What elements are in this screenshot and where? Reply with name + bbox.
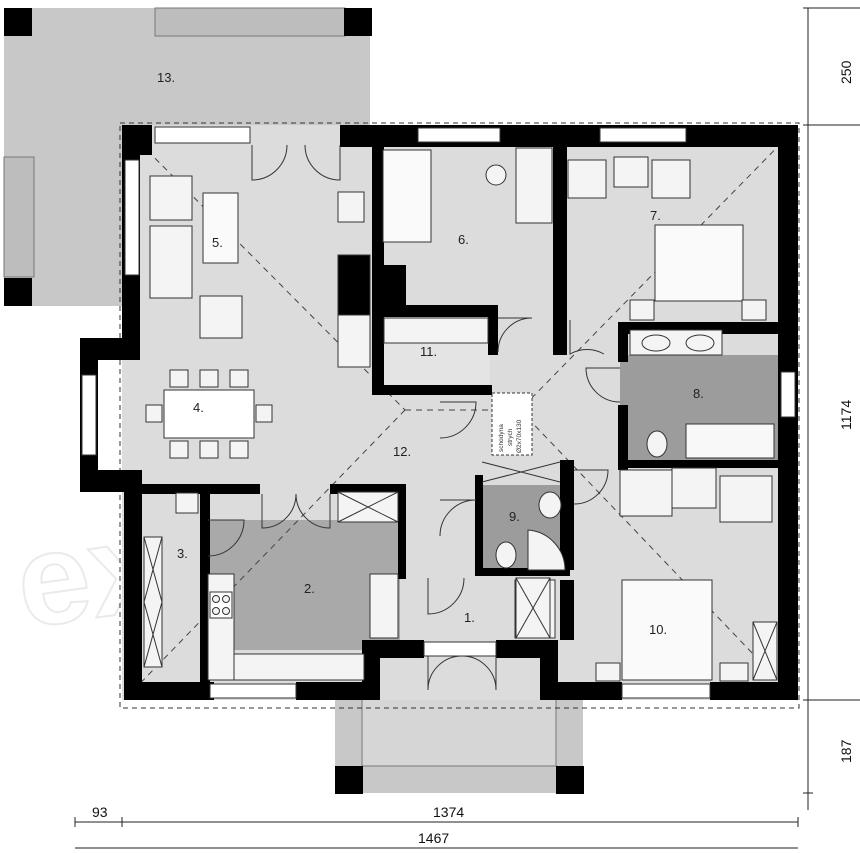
bed — [382, 149, 432, 243]
kitchen-floor — [210, 520, 400, 650]
double-bed — [654, 224, 744, 302]
room-label-6: 6. — [458, 232, 469, 247]
fireplace-base — [337, 314, 371, 368]
dim-bottom-middle: 1374 — [433, 804, 464, 820]
chair — [337, 191, 365, 223]
shelving — [383, 317, 489, 344]
chair — [199, 369, 219, 388]
room-label-13: 13. — [157, 70, 175, 85]
room-label-7: 7. — [650, 208, 661, 223]
armchair — [719, 475, 773, 523]
chair — [169, 369, 189, 388]
coffee-table — [202, 192, 239, 264]
doors — [207, 144, 621, 691]
room-label-11: 11. — [420, 344, 437, 359]
dim-bottom-left: 93 — [92, 804, 108, 820]
room-label-4: 4. — [193, 400, 204, 415]
attic-stairs: schodyna strych Ø2x70x130 — [491, 392, 533, 456]
shower — [527, 529, 566, 571]
side-table — [671, 467, 717, 509]
dim-right-top: 250 — [838, 60, 854, 84]
chair — [255, 404, 273, 423]
furniture — [143, 147, 778, 682]
desk — [515, 147, 553, 224]
room-label-3: 3. — [177, 546, 188, 561]
toilet — [495, 541, 517, 569]
room-label-9: 9. — [509, 509, 520, 524]
room-label-5: 5. — [212, 235, 223, 250]
bathtub — [685, 423, 775, 459]
armchair — [567, 159, 607, 199]
stairs-label-line2: strych — [507, 428, 514, 446]
cooktop — [209, 591, 233, 619]
armchair — [199, 295, 243, 339]
counter — [233, 653, 365, 681]
boiler — [175, 492, 199, 514]
fridge — [369, 573, 399, 639]
nightstand — [595, 662, 621, 682]
chair — [145, 404, 163, 423]
room-labels: 13. 5. 6. 7. 11. 8. 4. 12. 9. 3. 2. 1. 1… — [157, 70, 704, 637]
storage-floor — [382, 340, 490, 392]
room-label-10: 10. — [649, 622, 667, 637]
stairs-label-line3: Ø2x70x130 — [516, 419, 523, 453]
room-label-8: 8. — [693, 386, 704, 401]
counter — [207, 573, 235, 681]
double-bed — [621, 579, 713, 681]
nightstand — [629, 299, 655, 321]
dim-right-bottom: 187 — [838, 739, 854, 763]
sink — [538, 491, 562, 519]
roof-outline — [119, 122, 800, 709]
nightstand — [719, 662, 749, 682]
windows — [81, 126, 796, 699]
nightstand — [741, 299, 767, 321]
sofa — [149, 225, 193, 299]
stairs-label-line1: schodyna — [498, 424, 505, 452]
wardrobe — [143, 536, 163, 668]
dimension-labels: 250 1174 187 93 1374 1467 — [92, 60, 854, 846]
armchair — [619, 469, 673, 517]
side-table — [613, 156, 649, 188]
armchair — [651, 159, 691, 199]
dimension-lines — [74, 7, 860, 849]
dim-bottom-total: 1467 — [418, 830, 449, 846]
chair — [229, 369, 249, 388]
room-label-2: 2. — [304, 581, 315, 596]
dim-right-middle: 1174 — [838, 400, 854, 430]
fireplace — [337, 254, 371, 316]
room-label-1: 1. — [464, 610, 475, 625]
dining-table — [163, 389, 255, 439]
chair — [229, 440, 249, 459]
chair — [169, 440, 189, 459]
office-chair — [485, 164, 507, 186]
room-label-12: 12. — [393, 444, 411, 459]
cabinet-cross-marks — [143, 461, 778, 681]
chair — [199, 440, 219, 459]
armchair — [149, 175, 193, 221]
toilet — [646, 430, 668, 458]
